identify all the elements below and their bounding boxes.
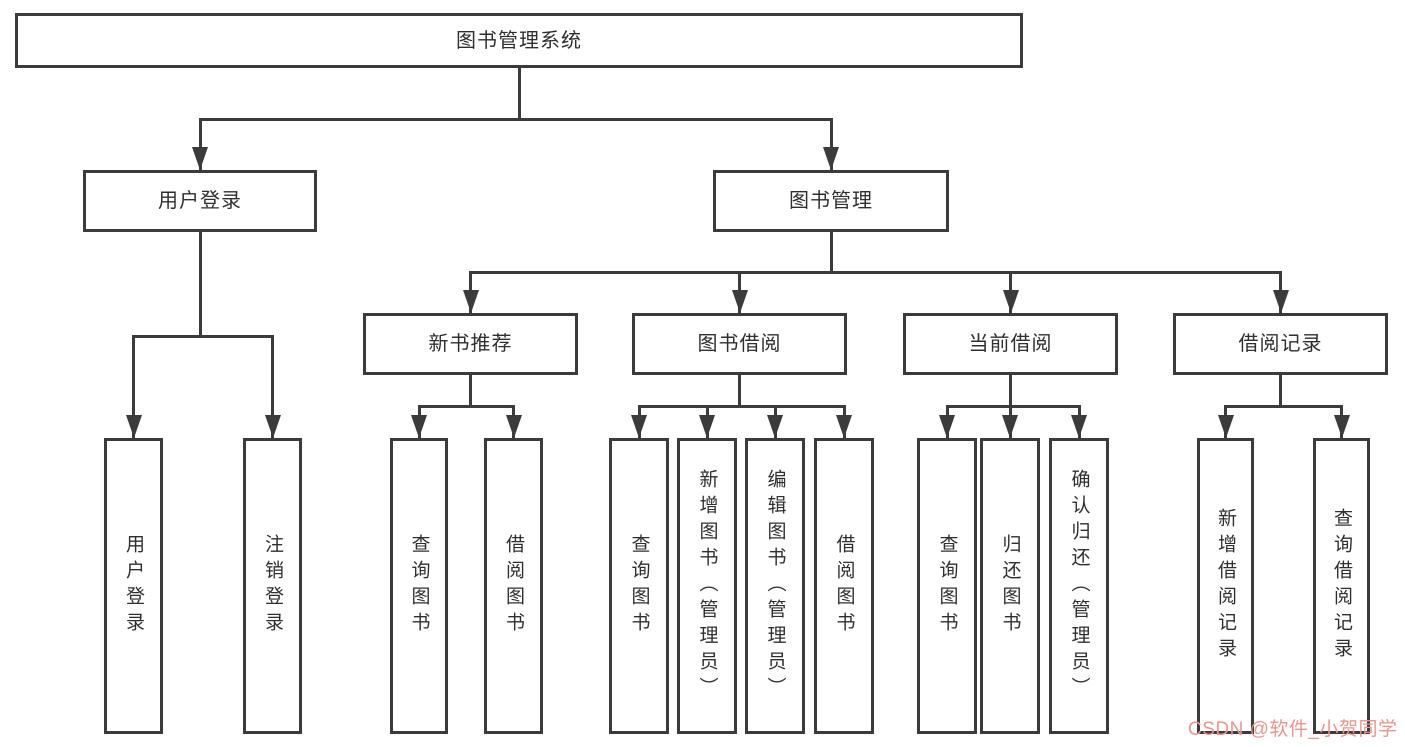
arrowhead-down-icon [939, 415, 955, 438]
node-borrowing-records: 借阅记录 [1173, 313, 1388, 375]
node-leaf-query-books-current: 查询图书 [917, 438, 977, 734]
node-new-book-recommendation: 新书推荐 [363, 313, 578, 375]
arrowhead-down-icon [505, 415, 522, 438]
connector-drop [132, 335, 135, 438]
connector-stem [829, 232, 833, 274]
connector-drop [198, 118, 202, 170]
node-leaf-add-borrow-record: 新增借阅记录 [1197, 438, 1254, 734]
arrowhead-down-icon [1002, 415, 1018, 438]
connector-bar [198, 118, 833, 121]
node-leaf-user-login: 用户登录 [104, 438, 163, 734]
arrowhead-down-icon [411, 415, 427, 438]
arrowhead-down-icon [264, 415, 281, 438]
connector-bar [132, 335, 274, 338]
connector-bar [417, 405, 515, 408]
arrowhead-down-icon [125, 415, 142, 438]
arrowhead-down-icon [1002, 290, 1019, 313]
node-leaf-query-books-borrowing: 查询图书 [609, 438, 669, 734]
node-user-login: 用户登录 [83, 170, 317, 232]
arrowhead-down-icon [731, 290, 748, 313]
node-leaf-borrow-books: 借阅图书 [814, 438, 874, 734]
arrowhead-down-icon [192, 147, 208, 170]
node-leaf-confirm-return-admin: 确认归还（管理员） [1049, 438, 1109, 734]
connector-drop [829, 118, 833, 170]
connector-bar [469, 271, 1282, 274]
connector-bar [637, 405, 846, 408]
connector-stem [1279, 375, 1282, 408]
connector-stem [738, 375, 741, 408]
node-leaf-return-books: 归还图书 [980, 438, 1040, 734]
connector-stem [517, 68, 521, 121]
connector-drop [271, 335, 274, 438]
node-leaf-add-books-admin: 新增图书（管理员） [677, 438, 737, 734]
watermark: CSDN @软件_小贺同学 [1188, 719, 1398, 740]
arrowhead-down-icon [1333, 415, 1350, 438]
arrowhead-down-icon [767, 415, 783, 438]
connector-stem [1009, 375, 1012, 408]
node-book-management: 图书管理 [713, 170, 949, 232]
arrowhead-down-icon [1272, 290, 1289, 313]
arrowhead-down-icon [699, 415, 715, 438]
connector-bar [945, 405, 1081, 408]
arrowhead-down-icon [1217, 415, 1234, 438]
node-leaf-query-books-recommend: 查询图书 [390, 438, 448, 734]
arrowhead-down-icon [631, 415, 647, 438]
connector-bar [1224, 405, 1343, 408]
arrowhead-down-icon [836, 415, 852, 438]
node-book-borrowing: 图书借阅 [632, 313, 847, 375]
connector-stem [469, 375, 472, 408]
arrowhead-down-icon [462, 290, 479, 313]
node-leaf-query-borrow-record: 查询借阅记录 [1313, 438, 1370, 734]
node-leaf-borrow-books-recommend: 借阅图书 [484, 438, 543, 734]
node-current-borrowing: 当前借阅 [903, 313, 1118, 375]
node-leaf-logout: 注销登录 [243, 438, 302, 734]
node-library-management-system: 图书管理系统 [15, 13, 1023, 68]
node-leaf-edit-books-admin: 编辑图书（管理员） [745, 438, 805, 734]
connector-stem [198, 232, 202, 338]
arrowhead-down-icon [1071, 415, 1087, 438]
arrowhead-down-icon [823, 147, 839, 170]
